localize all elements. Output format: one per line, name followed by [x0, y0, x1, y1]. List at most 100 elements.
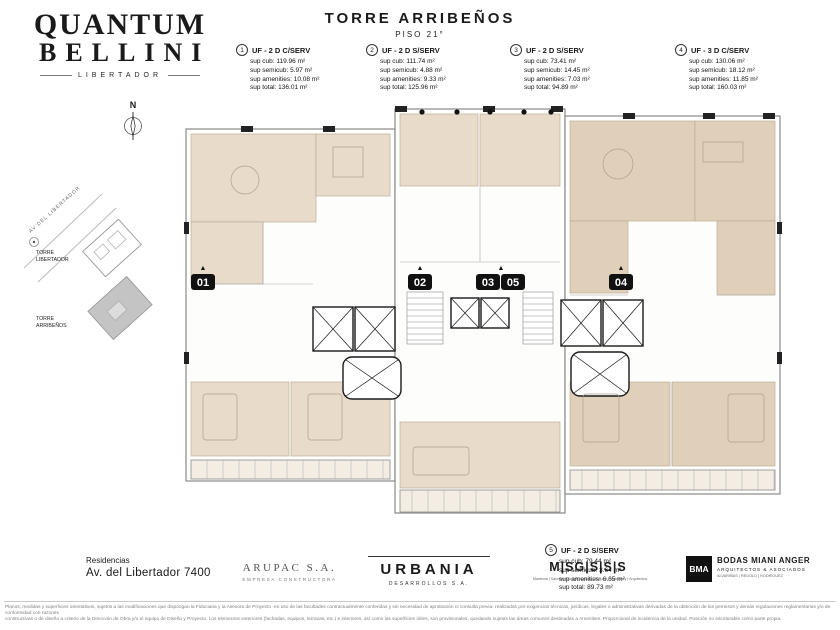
unit-legend-4: 4 UF - 3 D C/SERV sup cub: 130.06 m² sup…: [675, 44, 793, 93]
rule-left: [40, 75, 72, 76]
plan-badge-03: 03: [482, 277, 494, 289]
unit-legend-2-head: 2 UF - 2 D S/SERV: [366, 44, 484, 56]
unit-5-sup-cub: sup cub: 79.44 m²: [559, 558, 612, 565]
rule-right: [168, 75, 200, 76]
floor-plan: ▲ ▲ ▲ ▲ 01 02 03 05 04: [184, 106, 782, 514]
bma-tagline: ARQUITECTOS & ASOCIADOS: [717, 567, 806, 572]
urbania-name: URBANIA: [368, 556, 490, 578]
arrow-icon-02: ▲: [417, 265, 424, 272]
torre-libertador-label: TORRE LIBERTADOR: [36, 250, 69, 263]
plan-balconies: [190, 459, 776, 513]
tower-title: TORRE ARRIBEÑOS: [324, 10, 516, 27]
unit-legend-3: 3 UF - 2 D S/SERV sup cub: 73.41 m² sup …: [510, 44, 628, 93]
unit-4-sup-amenities: sup amenities: 11.85 m²: [689, 75, 758, 83]
site-map-drawing: [23, 193, 153, 341]
unit-3-sup-semicub: sup semicub: 14.45 m²: [524, 66, 590, 74]
arupac-name: ARUPAC S.A.: [242, 562, 337, 574]
unit-3-sup-amenities: sup amenities: 7.03 m²: [524, 75, 590, 83]
unit-legend-4-head: 4 UF - 3 D C/SERV: [675, 44, 793, 56]
residences-label: Residencias: [86, 556, 130, 565]
floor-subtitle: PISO 21°: [395, 30, 445, 39]
unit-badges: 01 02 03 05 04: [191, 274, 633, 290]
furniture-hints: [202, 141, 765, 476]
bma-logo: BMA BODAS MIANI ANGER ARQUITECTOS & ASOC…: [686, 556, 810, 582]
arupac-tagline: EMPRESA CONSTRUCTORA: [242, 577, 337, 582]
unit-2-title: UF - 2 D S/SERV: [382, 45, 440, 55]
footer-divider: [4, 601, 836, 602]
site-location-map: AV DEL LIBERTADOR TORRE LIBERTADOR TORRE…: [22, 185, 172, 350]
arrow-icon-01: ▲: [200, 265, 207, 272]
unit-2-areas: sup cub: 111.74 m² sup semicub: 4.88 m² …: [380, 58, 484, 93]
disclaimer-line-1: Planos, medidas y superficies orientativ…: [5, 605, 831, 617]
unit-1-sup-semicub: sup semicub: 5.97 m²: [250, 66, 313, 74]
unit-4-title: UF - 3 D C/SERV: [691, 45, 750, 55]
unit-3-number-badge: 3: [510, 44, 522, 56]
unit-legend-5-head: 5 UF - 2 D S/SERV: [545, 544, 663, 556]
msgsss-tagline: Manteola | Sánchez Gómez | Santos | Sols…: [533, 577, 648, 581]
site-compass-dot: [29, 237, 39, 247]
unit-4-sup-cub: sup cub: 130.06 m²: [689, 58, 745, 65]
unit-legend-3-head: 3 UF - 2 D S/SERV: [510, 44, 628, 56]
unit-5-sup-total: sup total: 89.73 m²: [559, 584, 613, 592]
unit-5-number-badge: 5: [545, 544, 557, 556]
plan-rooms-right: [569, 120, 776, 467]
urbania-tagline: DESARROLLOS S.A.: [388, 581, 470, 587]
bma-partners: ALVARIÑAS | RÉGOLO | RODRÍGUEZ: [717, 574, 783, 578]
plan-badge-05: 05: [507, 277, 519, 289]
unit-legend-1: 1 UF - 2 D C/SERV sup cub: 119.96 m² sup…: [236, 44, 354, 93]
unit-4-areas: sup cub: 130.06 m² sup semicub: 18.12 m²…: [689, 58, 793, 93]
grid-dots: [419, 109, 554, 115]
unit-5-sup-semicub: sup semicub: 3.64 m²: [559, 566, 622, 574]
bma-text-block: BODAS MIANI ANGER ARQUITECTOS & ASOCIADO…: [717, 556, 810, 578]
brand-name-bellini: BELLINI: [39, 38, 211, 67]
bma-name: BODAS MIANI ANGER: [717, 556, 811, 565]
unit-1-title: UF - 2 D C/SERV: [252, 45, 311, 55]
unit-legend-5: 5 UF - 2 D S/SERV sup cub: 79.44 m² sup …: [545, 544, 663, 593]
north-label: N: [129, 100, 137, 110]
unit-2-sup-cub: sup cub: 111.74 m²: [380, 58, 435, 65]
brand-tagline-text: LIBERTADOR: [77, 72, 163, 79]
unit-2-sup-total: sup total: 125.96 m²: [380, 84, 438, 92]
unit-4-sup-semicub: sup semicub: 18.12 m²: [689, 66, 755, 74]
elevator-core-crosses: [312, 297, 644, 397]
stair-hatches: [406, 291, 554, 345]
unit-1-sup-total: sup total: 136.01 m²: [250, 84, 308, 92]
north-arrow-icon: [124, 112, 142, 140]
unit-3-areas: sup cub: 73.41 m² sup semicub: 14.45 m² …: [524, 58, 628, 93]
brand-logo: QUANTUM BELLINI LIBERTADOR: [30, 8, 210, 79]
msgsss-logo: M|SG|S|S|S Manteola | Sánchez Gómez | Sa…: [533, 560, 648, 581]
plan-badge-04: 04: [615, 277, 628, 289]
balcony-railings: [206, 460, 775, 512]
unit-1-sup-amenities: sup amenities: 10.08 m²: [250, 75, 320, 83]
unit-5-sup-amenities: sup amenities: 6.65 m²: [559, 575, 625, 583]
unit-3-title: UF - 2 D S/SERV: [526, 45, 584, 55]
plan-badge-02: 02: [414, 277, 426, 289]
legal-disclaimer: Planos, medidas y superficies orientativ…: [5, 605, 837, 624]
project-address: Residencias Av. del Libertador 7400: [86, 556, 211, 579]
brand-tagline: LIBERTADOR: [40, 72, 200, 79]
unit-3-sup-cub: sup cub: 73.41 m²: [524, 58, 577, 65]
msgsss-name: M|SG|S|S|S: [549, 560, 627, 574]
unit-3-sup-total: sup total: 94.89 m²: [524, 84, 578, 92]
brand-name-quantum: QUANTUM: [33, 8, 207, 41]
unit-2-sup-semicub: sup semicub: 4.88 m²: [380, 66, 443, 74]
street-lines: [23, 193, 117, 283]
torre-arribenos-footprint: [87, 275, 153, 341]
arupac-logo: ARUPAC S.A. EMPRESA CONSTRUCTORA: [232, 562, 347, 582]
address-text: Av. del Libertador 7400: [86, 567, 211, 579]
unit-5-title: UF - 2 D S/SERV: [561, 545, 619, 555]
structural-columns: [184, 106, 782, 364]
urbania-logo: URBANIA DESARROLLOS S.A.: [368, 556, 490, 587]
unit-1-sup-cub: sup cub: 119.96 m²: [250, 58, 306, 65]
unit-5-areas: sup cub: 79.44 m² sup semicub: 3.64 m² s…: [559, 558, 663, 593]
unit-2-sup-amenities: sup amenities: 9.33 m²: [380, 75, 446, 83]
torre-arribenos-label: TORRE ARRIBEÑOS: [36, 316, 67, 329]
disclaimer-line-2: constructivas o de diseño a criterio de …: [5, 617, 782, 623]
entrance-arrow-icons: ▲ ▲ ▲ ▲: [200, 265, 625, 272]
arrow-icon-04: ▲: [618, 265, 625, 272]
arrow-icon-03-05: ▲: [498, 265, 505, 272]
bma-mark: BMA: [686, 556, 712, 582]
north-compass: N: [115, 100, 151, 147]
unit-2-number-badge: 2: [366, 44, 378, 56]
